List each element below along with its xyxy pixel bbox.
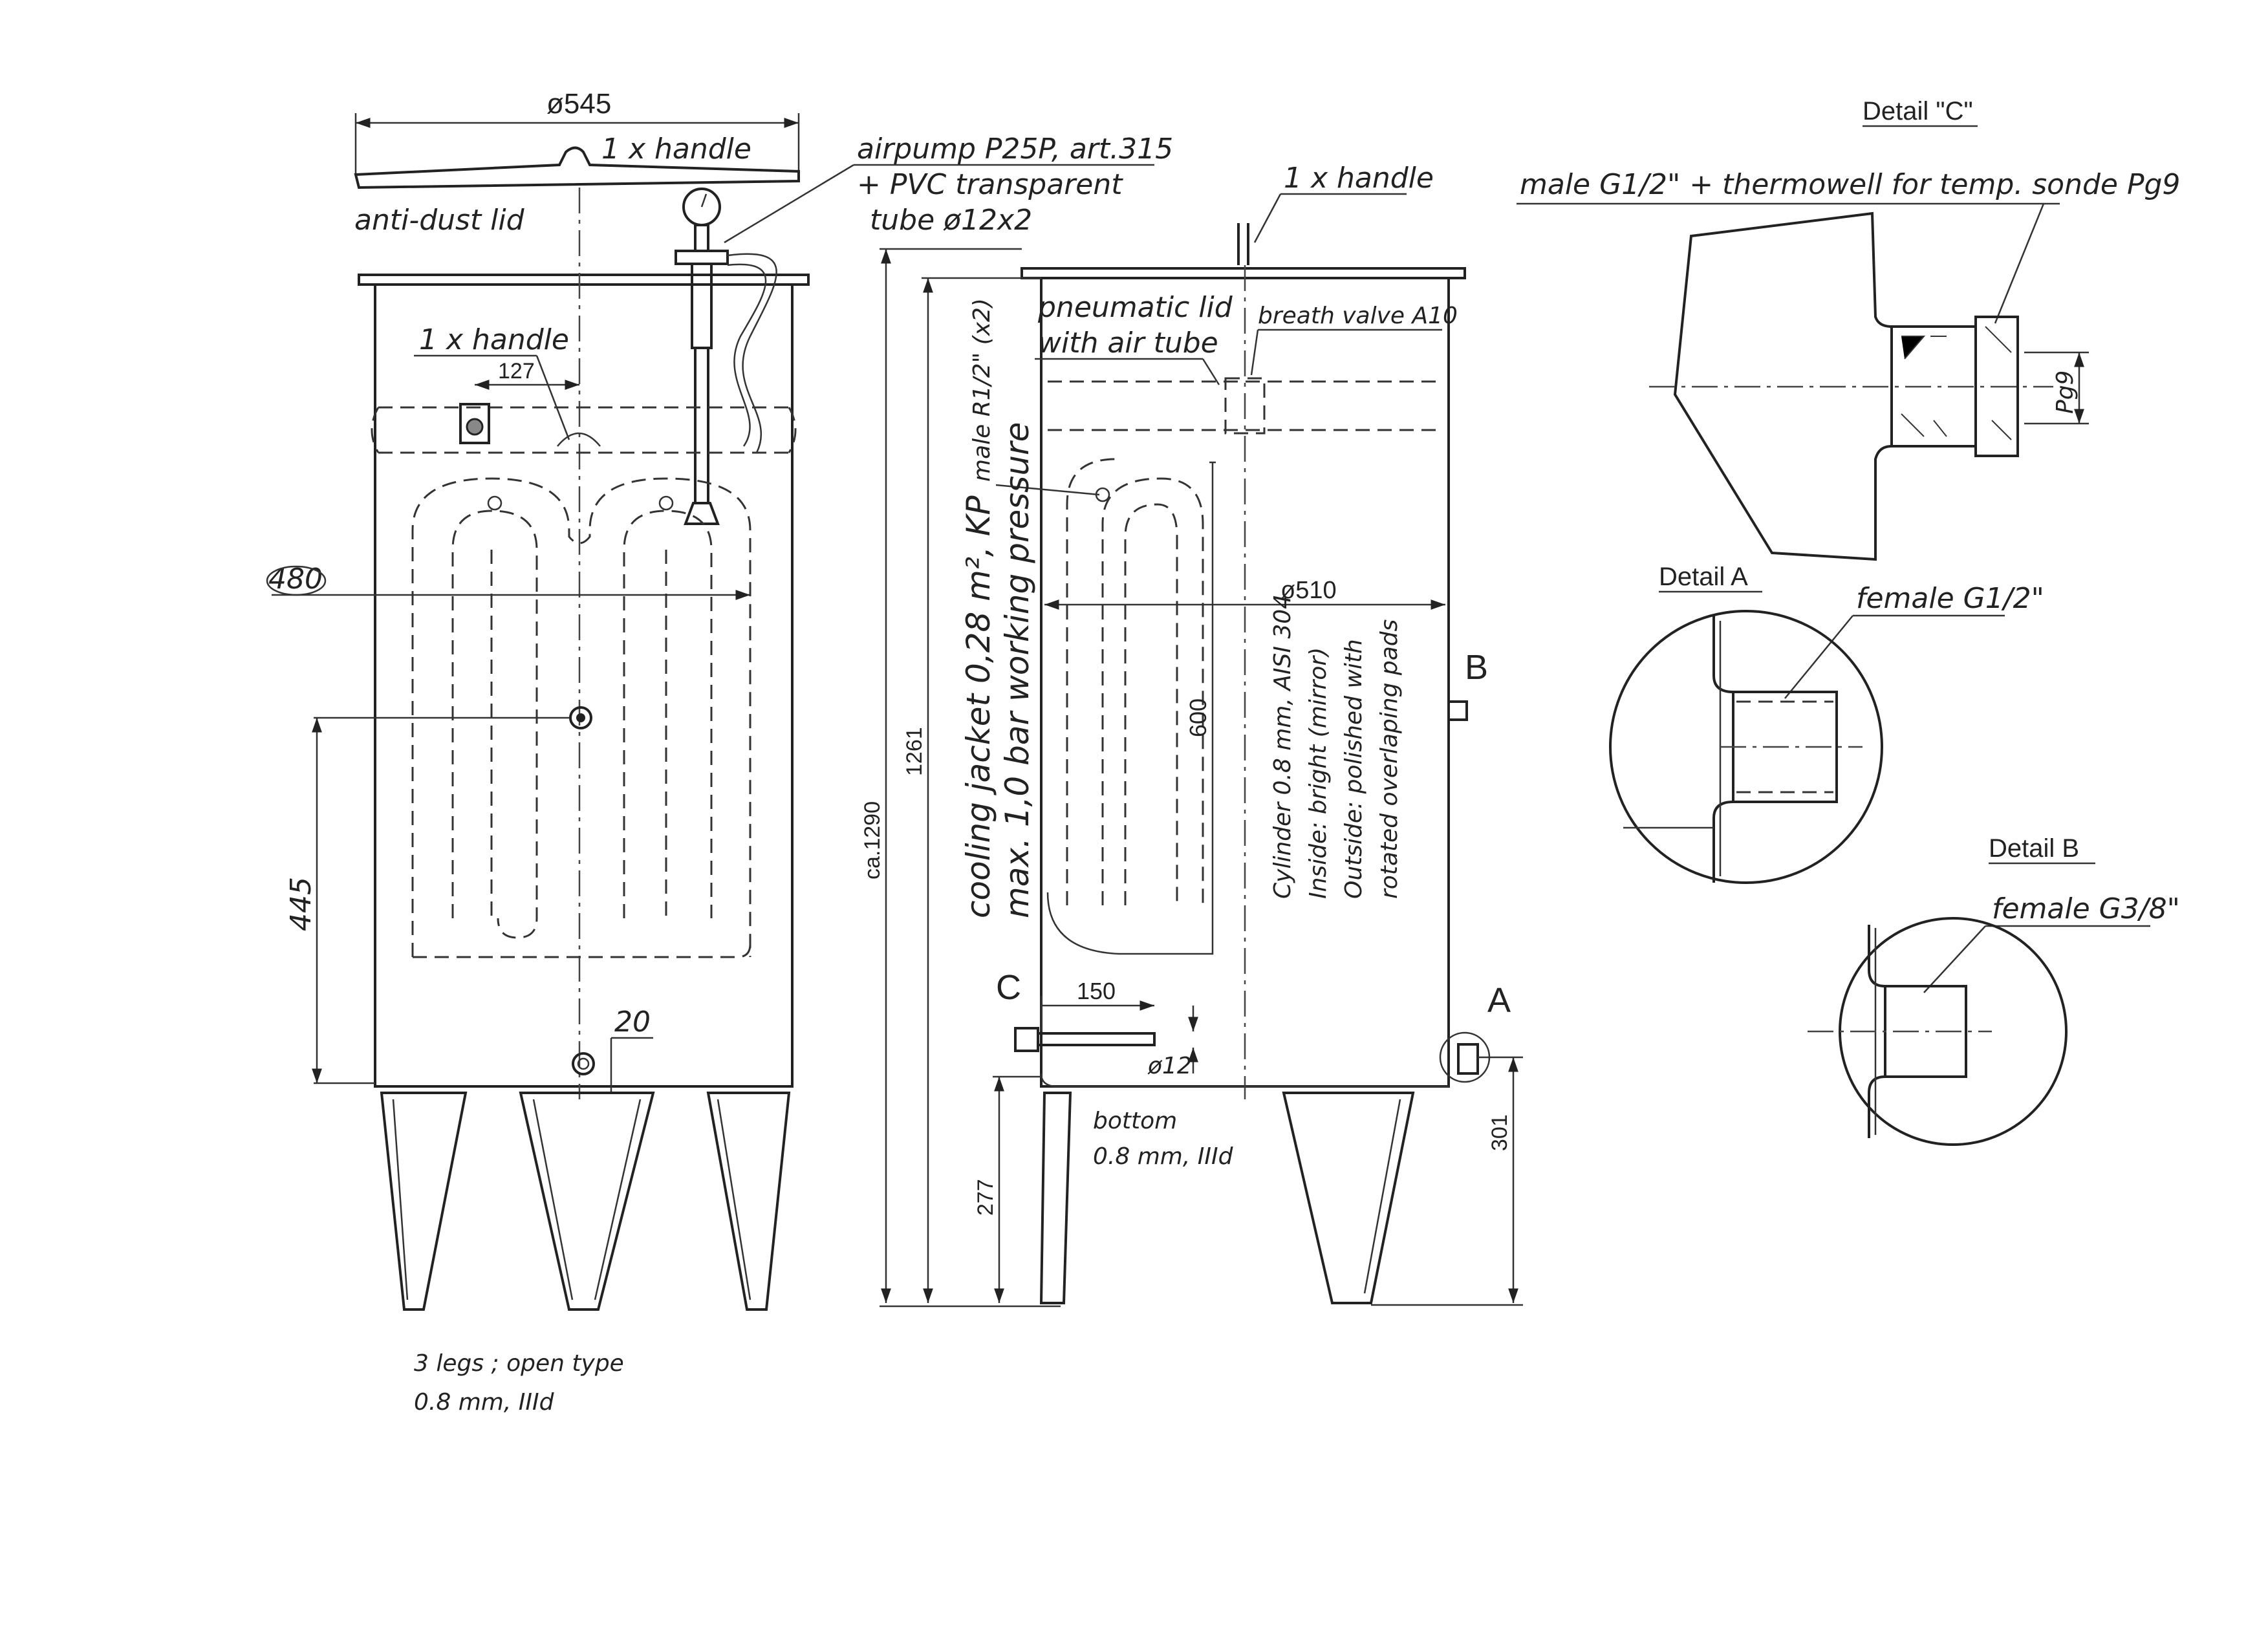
dimension-1261: 1261 [902,727,927,776]
bottom-label-line2: 0.8 mm, IIId [1093,1143,1234,1170]
bottom-label-line1: bottom [1093,1108,1177,1134]
detail-c-label: male G1/2" + thermowell for temp. sonde … [1520,168,2180,201]
handle-label: 1 x handle [419,323,569,356]
cylinder-note-line1: Cylinder 0.8 mm, AISI 304 [1269,594,1296,899]
dimension-480: 480 [268,563,323,596]
jacket-label-line1: cooling jacket 0,28 m², KP [960,495,997,918]
anti-dust-lid [354,146,800,189]
detail-c-pg9: Pg9 [2052,371,2079,414]
dimension-600: 600 [1185,698,1211,737]
dimension-277: 277 [973,1179,998,1216]
anti-dust-lid-label: anti-dust lid [354,204,525,237]
dimension-12: ø12 [1147,1053,1192,1079]
dimension-150: 150 [1077,978,1116,1004]
dimension-301: 301 [1487,1114,1512,1151]
detail-a-title: Detail A [1659,563,1748,591]
left-view: ø545 1 x handle anti-dust lid airpump P2… [266,88,1173,1416]
dimension-127: 127 [498,359,535,383]
marker-a: A [1487,981,1511,1020]
left-cooling-jacket [411,477,751,958]
detail-a: Detail A female G1/2" [1609,563,2044,884]
dimension-20: 20 [614,1006,651,1039]
pneumatic-lid-label-line2: with air tube [1038,327,1218,360]
breath-valve-label: breath valve A10 [1258,303,1458,329]
marker-b: B [1465,648,1488,687]
airpump-label-line1: airpump P25P, art.315 [857,133,1173,166]
dimension-1290: ca.1290 [860,801,885,879]
airpump-assembly [675,188,777,525]
left-legs [380,1092,791,1311]
detail-c-title: Detail "C" [1863,97,1973,125]
cylinder-note-line3: Outside: polished with [1341,639,1367,899]
detail-c: Detail "C" male G1/2" + thermowell for t… [1517,97,2180,561]
lid-handle-label: 1 x handle [601,133,751,166]
dimension-445: 445 [285,877,318,931]
detail-b-label: female G3/8" [1992,892,2180,925]
marker-c: C [996,968,1021,1007]
detail-b-title: Detail B [1989,834,2079,863]
airpump-label-line3: tube ø12x2 [870,204,1032,237]
jacket-label-line2: max. 1,0 bar working pressure [999,422,1036,918]
left-tank-body [374,283,794,1088]
airpump-label-line2: + PVC transparent [857,168,1123,201]
pneumatic-lid-label-line1: pneumatic lid [1037,291,1233,324]
dimension-510: ø510 [1280,577,1337,604]
detail-a-label: female G1/2" [1856,582,2044,615]
detail-b: Detail B female G3/8" [1808,834,2180,1146]
top-handle-label: 1 x handle [1284,162,1434,195]
right-cooling-jacket [1046,458,1214,955]
detail-a-circle [1609,610,1883,884]
cylinder-note-line2: Inside: bright (mirror) [1305,647,1332,899]
right-view: 1 x handle pneumatic lid with air tube b… [860,162,1523,1308]
cylinder-note-line4: rotated overlaping pads [1376,620,1403,899]
male-r12-label: male R1/2" (x2) [969,298,995,482]
legs-label-line2: 0.8 mm, IIId [414,1389,555,1416]
lid-diameter-dimension: ø545 [546,88,611,120]
legs-label-line1: 3 legs ; open type [414,1350,624,1377]
right-legs [1039,1092,1415,1304]
